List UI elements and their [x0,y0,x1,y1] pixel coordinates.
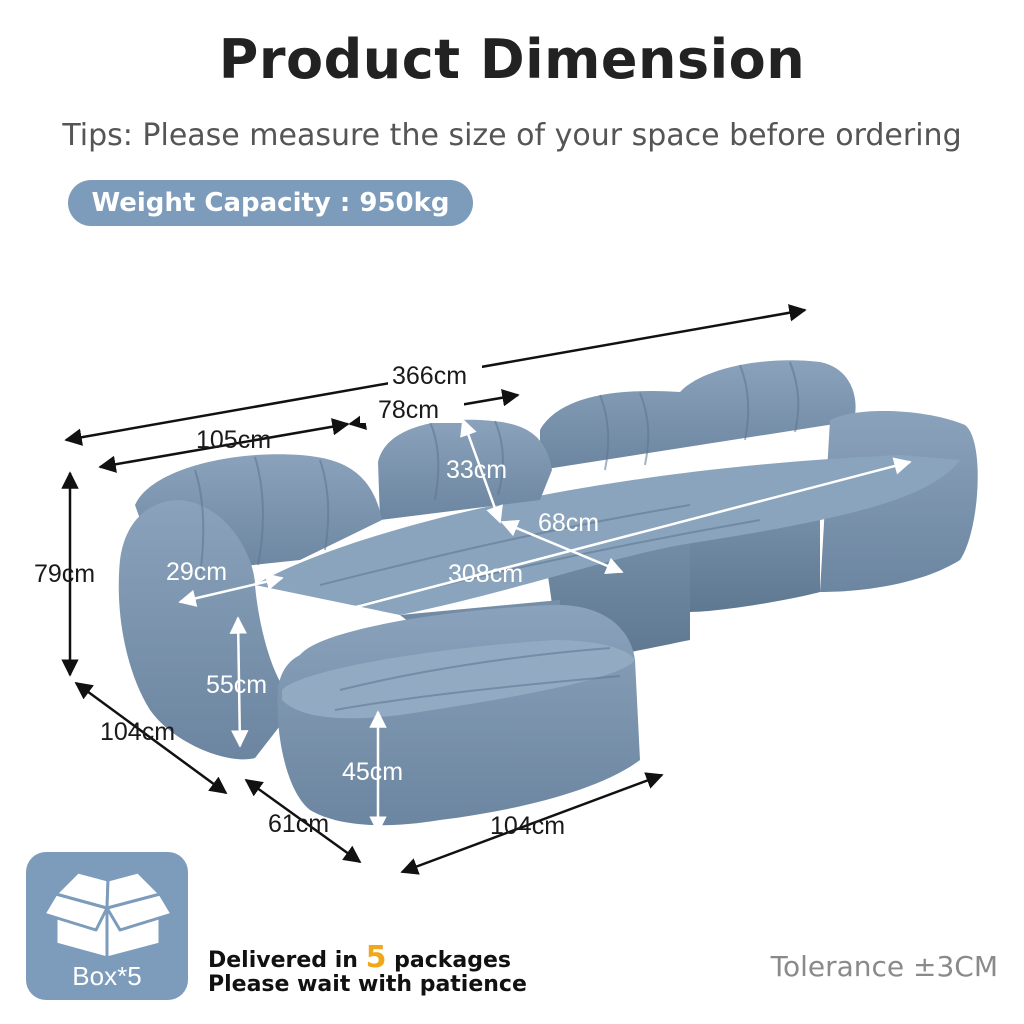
label-seat-height: 45cm [342,758,403,786]
box-icon [42,870,174,960]
delivery-suffix: packages [394,948,512,973]
delivery-note: Delivered in 5 packages Please wait with… [208,943,527,997]
label-arm-width: 29cm [166,558,227,586]
label-left-section: 105cm [196,426,271,454]
label-module-width: 78cm [378,396,439,424]
label-chaise-depth: 104cm [100,718,175,746]
package-tile: Box*5 [26,852,188,1000]
label-ottoman-width: 61cm [268,810,329,838]
tips-text: Tips: Please measure the size of your sp… [62,118,962,153]
tolerance-note: Tolerance ±3CM [770,950,998,983]
label-height: 79cm [34,560,95,588]
delivery-prefix: Delivered in [208,948,358,973]
label-seat-length: 308cm [448,560,523,588]
label-arm-height: 55cm [206,671,267,699]
page-title: Product Dimension [218,28,806,91]
label-ottoman-length: 104cm [490,812,565,840]
label-seat-depth: 68cm [538,509,599,537]
inner-dimension-arrows [178,418,912,834]
label-back-height: 33cm [446,456,507,484]
package-count: 5 [365,940,387,975]
box-count-label: Box*5 [72,961,142,991]
delivery-patience: Please wait with patience [208,972,527,997]
label-total-length: 366cm [392,362,467,390]
weight-capacity-badge: Weight Capacity : 950kg [68,180,473,226]
